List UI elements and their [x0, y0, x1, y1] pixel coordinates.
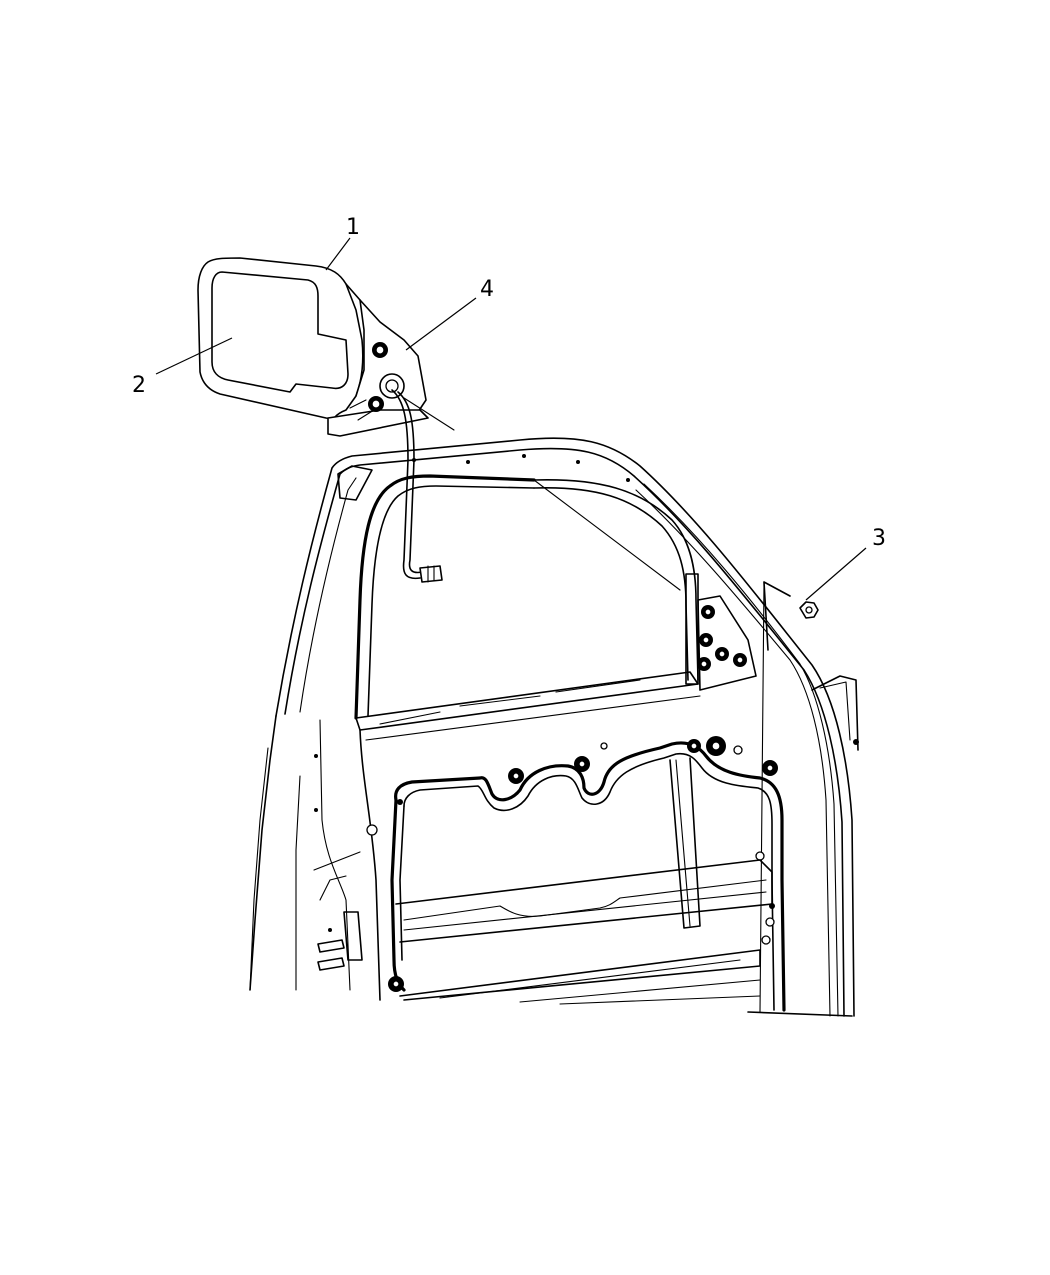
callout-1-label: 1	[346, 215, 360, 240]
callout-3: 3	[805, 526, 886, 601]
callout-4-leader	[405, 297, 477, 351]
callout-1-leader	[325, 237, 351, 271]
mirror-nut	[799, 601, 819, 619]
callouts: 1 2 3 4	[132, 215, 886, 601]
callout-2-label: 2	[132, 373, 146, 398]
callout-3-label: 3	[872, 526, 886, 551]
door-frame	[249, 437, 859, 1017]
inner-door-panel	[313, 736, 853, 1017]
callout-3-leader	[805, 547, 867, 601]
callout-1: 1	[325, 215, 360, 271]
callout-4: 4	[405, 277, 494, 351]
mirror-assembly	[197, 257, 455, 583]
callout-4-label: 4	[480, 277, 494, 302]
callout-2-leader	[155, 337, 233, 375]
callout-2: 2	[132, 337, 233, 398]
